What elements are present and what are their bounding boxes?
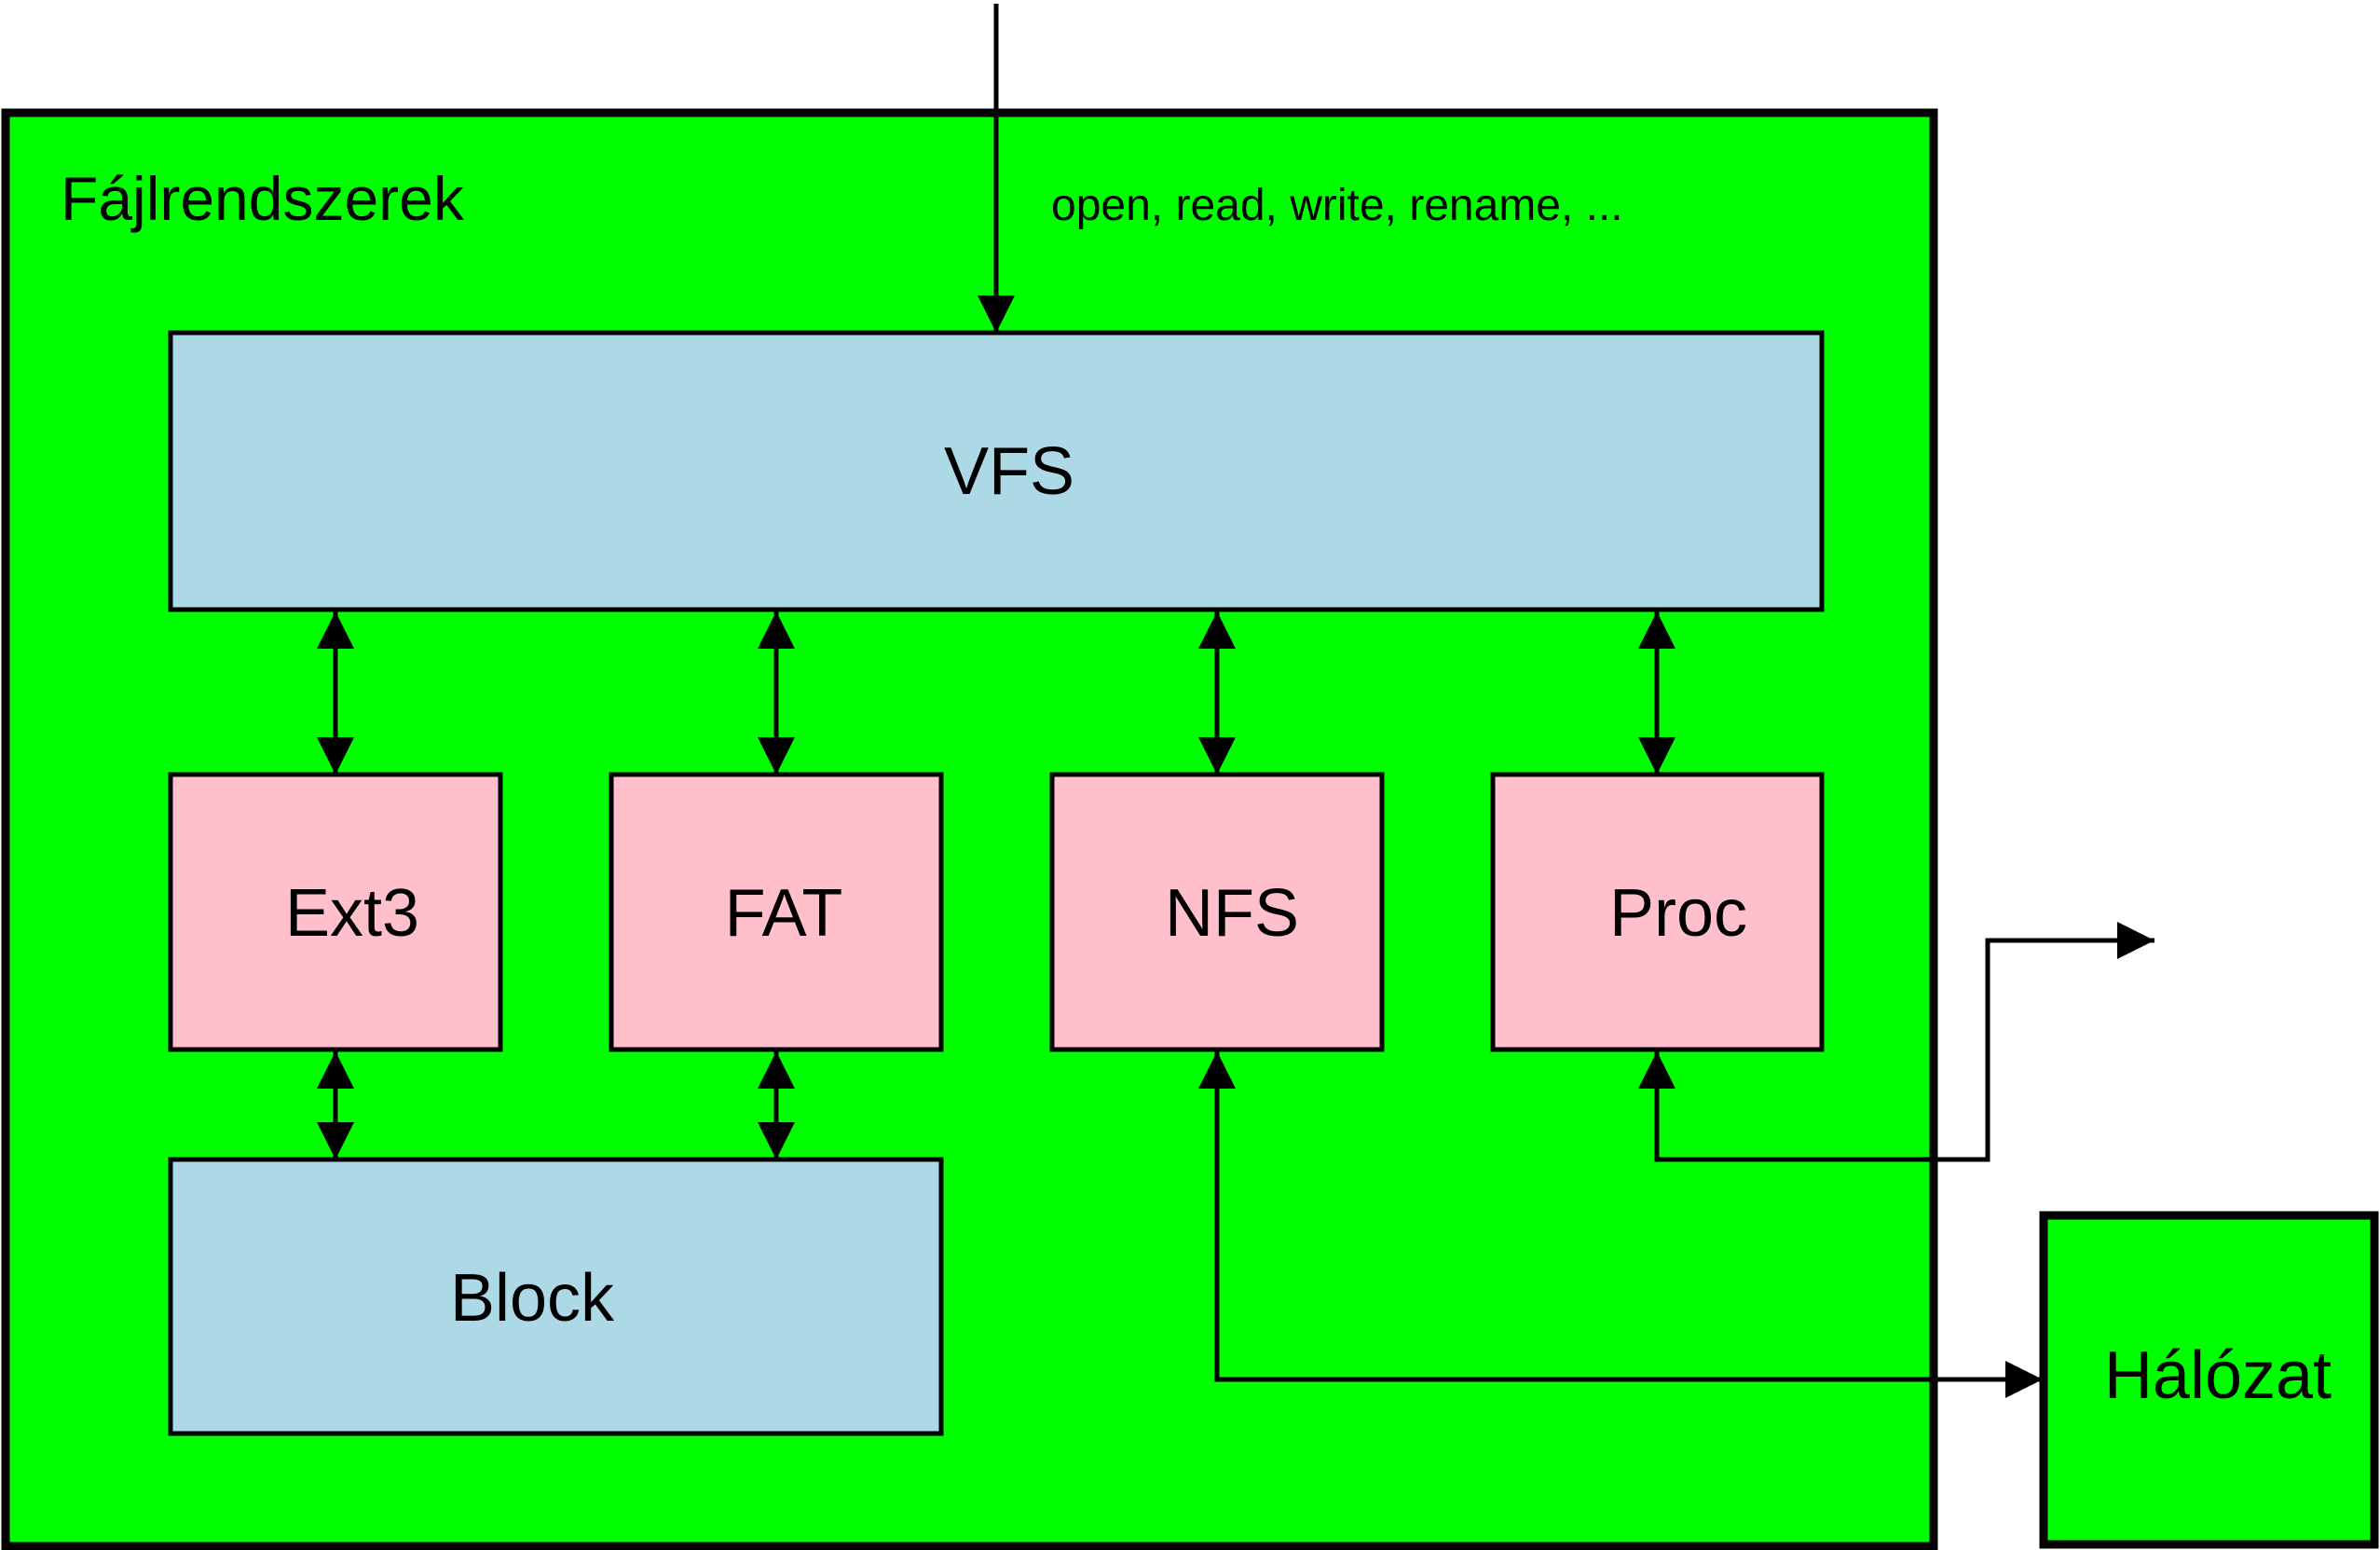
- syscalls-label: open, read, write, rename, ...: [1051, 181, 1623, 230]
- nfs-label: NFS: [1165, 876, 1299, 951]
- nfs-network-arrow: [1198, 1051, 2043, 1398]
- network-box: [2039, 1211, 2379, 1549]
- vfs-label: VFS: [944, 434, 1074, 509]
- fat-label: FAT: [725, 876, 843, 951]
- network-label: Hálózat: [2104, 1338, 2332, 1413]
- ext3-box: [168, 772, 503, 1052]
- fat-box: [609, 772, 944, 1052]
- block-box: [168, 1157, 944, 1436]
- vfs-box: [168, 330, 1825, 612]
- container-title: Fájlrendszerek: [61, 164, 465, 233]
- nfs-box: [1049, 772, 1385, 1052]
- ext3-label: Ext3: [285, 876, 419, 951]
- block-label: Block: [450, 1261, 615, 1336]
- proc-label: Proc: [1609, 876, 1747, 951]
